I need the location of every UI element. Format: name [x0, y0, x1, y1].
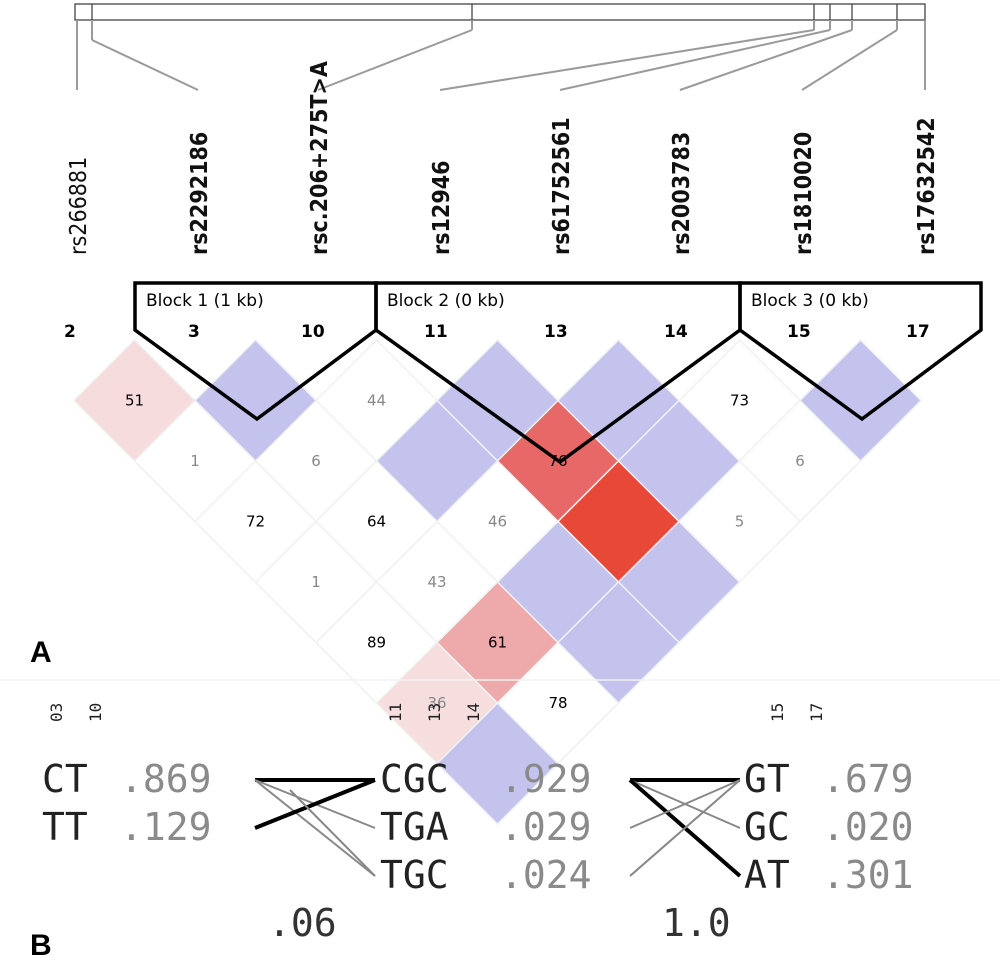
ld-value: 64	[367, 513, 386, 531]
panel-b-label: B	[30, 929, 52, 962]
hap-header: 15	[768, 703, 787, 722]
ld-value: 61	[488, 634, 507, 652]
snp-index: 2	[64, 322, 76, 342]
snp-label: rs1810020	[791, 132, 817, 255]
snp-indices: 2 3 10 11 13 14 15 17	[64, 322, 930, 342]
snp-index: 13	[544, 322, 568, 342]
haplotype-allele: CT	[42, 757, 88, 801]
haplotype-allele: GT	[744, 757, 790, 801]
snp-index: 17	[906, 322, 930, 342]
ld-value: 6	[311, 452, 321, 470]
block-title: Block 3 (0 kb)	[751, 291, 869, 311]
multiallelic-d-value: .06	[268, 901, 337, 945]
snp-index: 11	[424, 322, 448, 342]
snp-label: rs2003783	[669, 132, 695, 255]
ld-value: 51	[125, 392, 144, 410]
block-title: Block 2 (0 kb)	[387, 291, 505, 311]
snp-label: rs2292186	[187, 132, 213, 255]
snp-index: 3	[188, 322, 200, 342]
block-1-outline	[133, 281, 378, 422]
snp-label: rs12946	[429, 160, 455, 255]
ld-cell	[435, 701, 560, 826]
hap-header: 03	[47, 703, 66, 722]
snp-labels: rs266881 rs2292186 rsc.206+275T>A rs1294…	[66, 61, 940, 255]
snp-label: rs61752561	[549, 117, 575, 255]
haplotype-connections-1-2	[254, 778, 376, 877]
snp-label: rs266881	[66, 157, 92, 255]
ld-value: 73	[730, 392, 749, 410]
haplotype-frequency: .869	[120, 757, 212, 801]
snp-label: rsc.206+275T>A	[307, 61, 333, 255]
haplotype-frequency: .929	[500, 757, 592, 801]
ld-value: 43	[427, 573, 446, 591]
block-title: Block 1 (1 kb)	[146, 291, 264, 311]
haplotype-panel: 03 10 11 13 14 15 17 CT .869 TT .129 CGC…	[42, 703, 914, 945]
haplotype-frequency: .679	[822, 757, 914, 801]
ld-value: 44	[367, 392, 386, 410]
panel-a-label: A	[30, 636, 52, 669]
haplotype-frequency: .129	[120, 805, 212, 849]
haplotype-allele: GC	[744, 805, 790, 849]
snp-label: rs17632542	[914, 117, 940, 255]
block-2-outline	[374, 281, 742, 465]
haplotype-connections-2-3	[628, 778, 742, 878]
snp-index: 10	[301, 322, 325, 342]
ld-value: 36	[427, 694, 446, 712]
chromosome-track	[74, 3, 926, 21]
ld-value: 1	[311, 573, 321, 591]
haplotype-allele: AT	[744, 853, 790, 897]
ld-value: 1	[190, 452, 200, 470]
block-titles: Block 1 (1 kb) Block 2 (0 kb) Block 3 (0…	[146, 291, 869, 311]
ld-value: 46	[488, 513, 507, 531]
haplotype-frequency: .024	[500, 853, 592, 897]
ld-value: 72	[246, 513, 265, 531]
block-outlines	[133, 281, 983, 465]
haplotype-allele: TGC	[380, 853, 449, 897]
hap-header: 17	[807, 703, 826, 722]
haplotype-allele: CGC	[380, 757, 449, 801]
snp-index: 14	[664, 322, 688, 342]
ld-value: 78	[548, 694, 567, 712]
hap-header: 13	[425, 703, 444, 722]
hap-header: 10	[86, 703, 105, 722]
hap-header: 11	[386, 703, 405, 722]
haplotype-allele: TGA	[380, 805, 449, 849]
ld-value: 5	[735, 513, 745, 531]
ld-value: 6	[795, 452, 805, 470]
hap-header: 14	[464, 703, 483, 722]
block-3-outline	[738, 281, 983, 422]
snp-index: 15	[787, 322, 811, 342]
haplotype-frequency: .301	[822, 853, 914, 897]
haplotype-allele: TT	[42, 805, 88, 849]
snp-position-lines	[76, 20, 926, 91]
haplotype-frequency: .020	[822, 805, 914, 849]
multiallelic-d-value: 1.0	[662, 901, 731, 945]
ld-value: 89	[367, 634, 386, 652]
haplotype-frequency: .029	[500, 805, 592, 849]
